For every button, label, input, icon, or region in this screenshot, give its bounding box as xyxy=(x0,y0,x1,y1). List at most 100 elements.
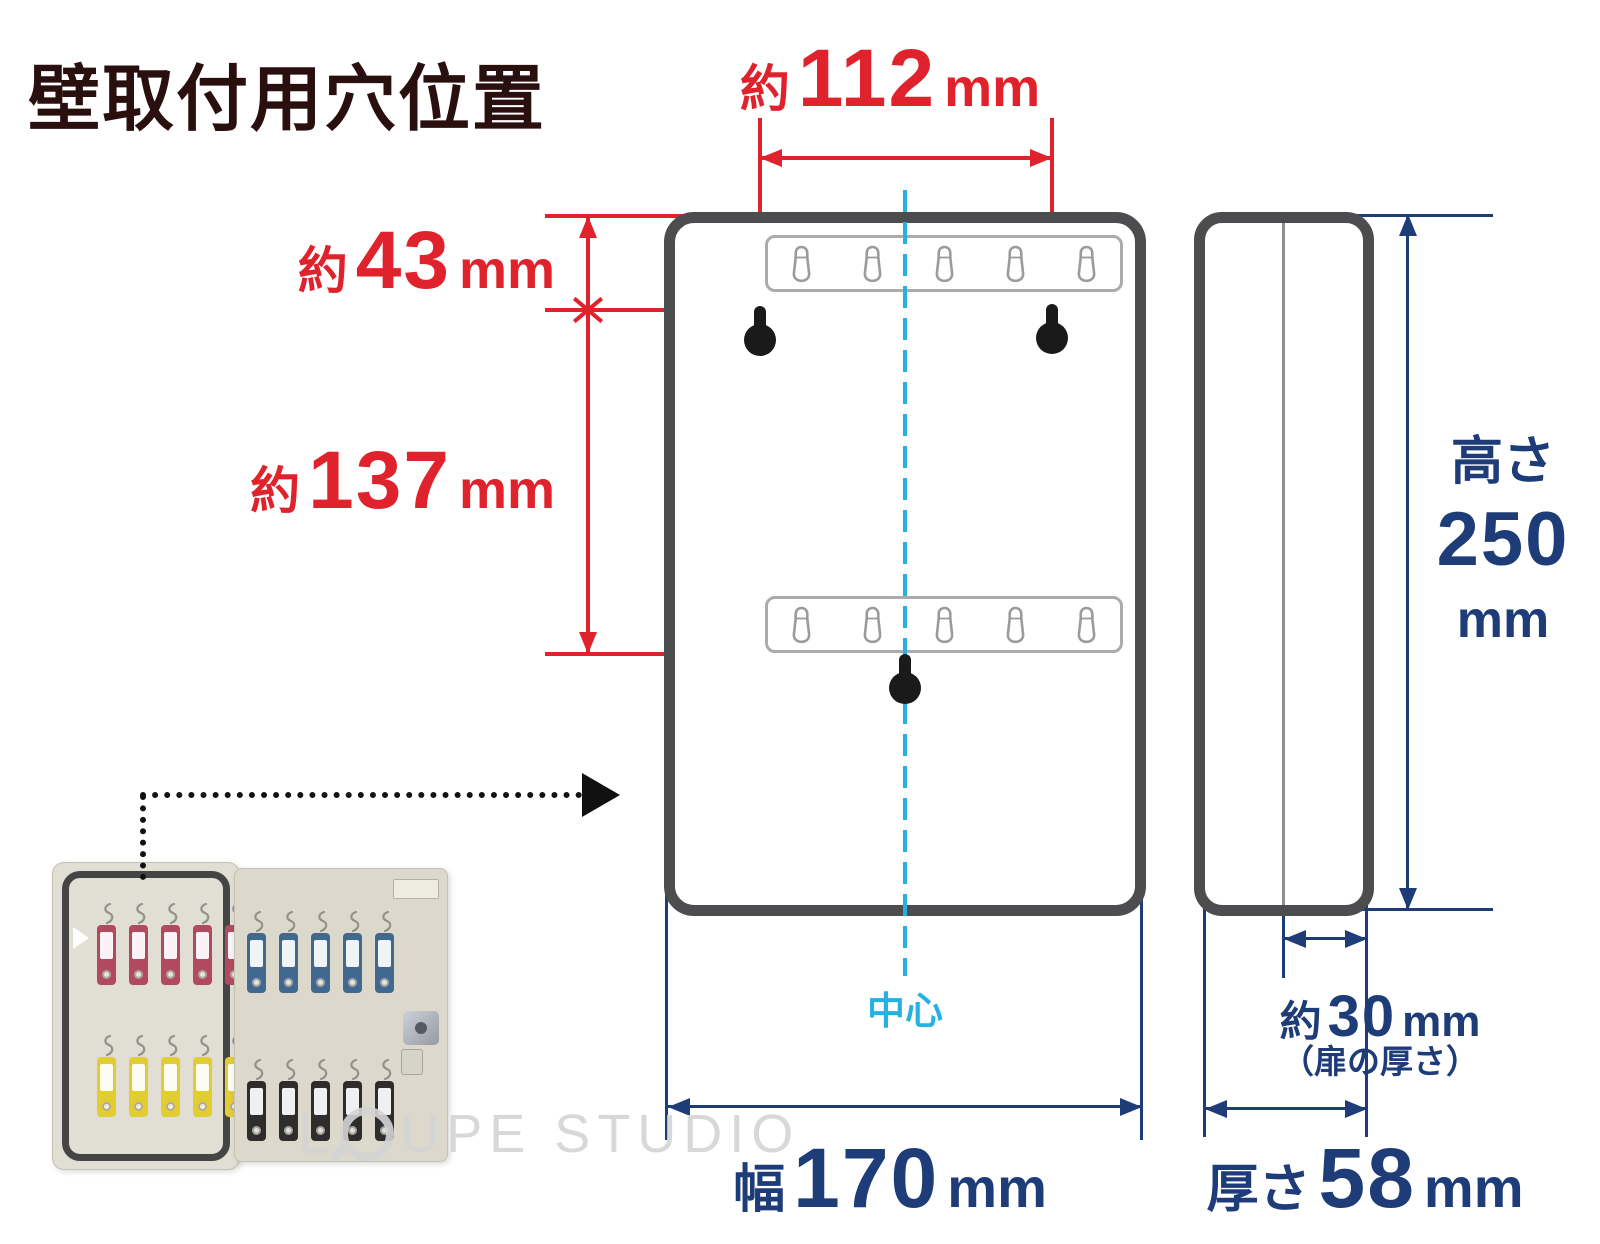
dim-line-height xyxy=(1406,215,1409,909)
ext-line-thickness-left xyxy=(1203,905,1206,1137)
photo-open-door xyxy=(52,862,244,1170)
side-view-door-seam xyxy=(1282,223,1285,905)
key-tag xyxy=(247,1081,266,1141)
dim-label-137mm: 約 137 mm xyxy=(250,435,555,526)
ext-line-width-left xyxy=(665,862,668,1140)
key-tag xyxy=(279,933,298,993)
key-tag-cell xyxy=(129,903,148,985)
ext-line-width-right xyxy=(1140,862,1143,1140)
pointer-arrowhead-icon xyxy=(582,773,620,817)
photo-reflection xyxy=(73,927,89,949)
key-tag-cell xyxy=(343,911,362,993)
key-hook-icon xyxy=(349,1059,359,1081)
key-hook-icon xyxy=(167,903,177,925)
key-hook-icon xyxy=(253,911,263,933)
photo-door-gasket xyxy=(62,871,230,1161)
key-tag xyxy=(375,933,394,993)
pointer-dotted-vertical xyxy=(140,794,146,880)
watermark-letter: L xyxy=(298,1101,335,1166)
key-tag-cell xyxy=(311,1059,330,1141)
key-tag-cell xyxy=(193,903,212,985)
key-hook-slot-icon xyxy=(792,606,811,643)
key-tag-cell xyxy=(161,903,180,985)
photo-hasp xyxy=(401,1049,423,1075)
arrowhead-right-icon xyxy=(1030,149,1052,167)
dim-line-thickness xyxy=(1205,1107,1367,1110)
hook-rail-bottom xyxy=(765,596,1123,653)
key-tag-cell xyxy=(97,903,116,985)
key-tag-row-pink xyxy=(97,903,244,985)
product-photo xyxy=(38,852,450,1174)
key-tag-cell xyxy=(97,1035,116,1117)
hook-rail-top xyxy=(765,235,1123,292)
key-tag-cell xyxy=(279,1059,298,1141)
key-tag-row-blue xyxy=(247,911,394,993)
dim-label-door-thickness: 約 30 mm xyxy=(1279,984,1481,1049)
arrowhead-right-icon xyxy=(1120,1098,1142,1116)
key-hook-slot-icon xyxy=(935,245,953,282)
dim-label-43mm: 約 43 mm xyxy=(297,215,555,306)
key-tag xyxy=(97,925,116,985)
key-tag xyxy=(311,1081,330,1141)
key-hook-slot-icon xyxy=(1006,245,1025,282)
key-tag xyxy=(193,925,212,985)
key-tag-cell xyxy=(279,911,298,993)
ext-line-door-left xyxy=(1282,868,1285,978)
photo-lock xyxy=(403,1011,439,1045)
watermark: L UPE STUDIO xyxy=(298,1100,800,1167)
key-hook-icon xyxy=(167,1035,177,1057)
key-hook-slot-icon xyxy=(935,606,953,643)
key-hook-icon xyxy=(253,1059,263,1081)
key-tag xyxy=(129,1057,148,1117)
key-hook-icon xyxy=(285,911,295,933)
key-hook-icon xyxy=(381,1059,391,1081)
key-hook-slot-icon xyxy=(1077,606,1096,643)
magnifier-icon xyxy=(340,1106,395,1161)
key-hook-icon xyxy=(135,1035,145,1057)
mounting-hole-center xyxy=(889,654,921,706)
arrowhead-down-icon xyxy=(579,632,597,654)
pointer-dotted-horizontal xyxy=(140,792,582,798)
key-tag-cell xyxy=(375,911,394,993)
key-hook-slot-icon xyxy=(1006,606,1025,643)
key-tag xyxy=(311,933,330,993)
key-hook-icon xyxy=(349,911,359,933)
key-tag-cell xyxy=(193,1035,212,1117)
dim-line-43-137 xyxy=(586,216,590,654)
key-hook-icon xyxy=(103,903,113,925)
dim-line-width xyxy=(668,1105,1142,1108)
dim-note-door-thickness: （扉の厚さ） xyxy=(1281,1043,1479,1080)
key-tag xyxy=(247,933,266,993)
center-axis-line xyxy=(903,190,907,976)
key-tag xyxy=(97,1057,116,1117)
ext-line-upper-holes xyxy=(545,308,763,312)
dim-label-112mm: 約 112 mm xyxy=(739,33,1041,124)
arrowhead-left-icon xyxy=(1205,1100,1227,1118)
photo-latch xyxy=(393,879,439,899)
arrowhead-up-icon xyxy=(579,216,597,238)
arrowhead-up-icon xyxy=(1399,214,1417,236)
dim-label-height: 高さ 250 mm xyxy=(1436,433,1570,649)
arrowhead-left-icon xyxy=(1284,930,1306,948)
arrowhead-right-icon xyxy=(1345,930,1367,948)
ext-line-top-edge xyxy=(545,214,710,218)
dim-label-width: 幅 170 mm xyxy=(733,1131,1047,1225)
key-tag xyxy=(279,1081,298,1141)
ext-line-door-right xyxy=(1365,896,1368,1137)
key-tag xyxy=(161,925,180,985)
key-tag xyxy=(193,1057,212,1117)
key-tag xyxy=(161,1057,180,1117)
watermark-text: UPE STUDIO xyxy=(400,1103,801,1164)
key-hook-slot-icon xyxy=(863,606,882,643)
dim-line-door xyxy=(1284,937,1367,940)
arrowhead-down-icon xyxy=(1399,888,1417,910)
center-axis-label: 中心 xyxy=(866,991,943,1033)
key-hook-icon xyxy=(199,1035,209,1057)
key-tag-cell xyxy=(129,1035,148,1117)
key-tag xyxy=(343,933,362,993)
key-tag-cell xyxy=(247,911,266,993)
key-hook-icon xyxy=(285,1059,295,1081)
key-hook-icon xyxy=(199,903,209,925)
key-tag xyxy=(129,925,148,985)
